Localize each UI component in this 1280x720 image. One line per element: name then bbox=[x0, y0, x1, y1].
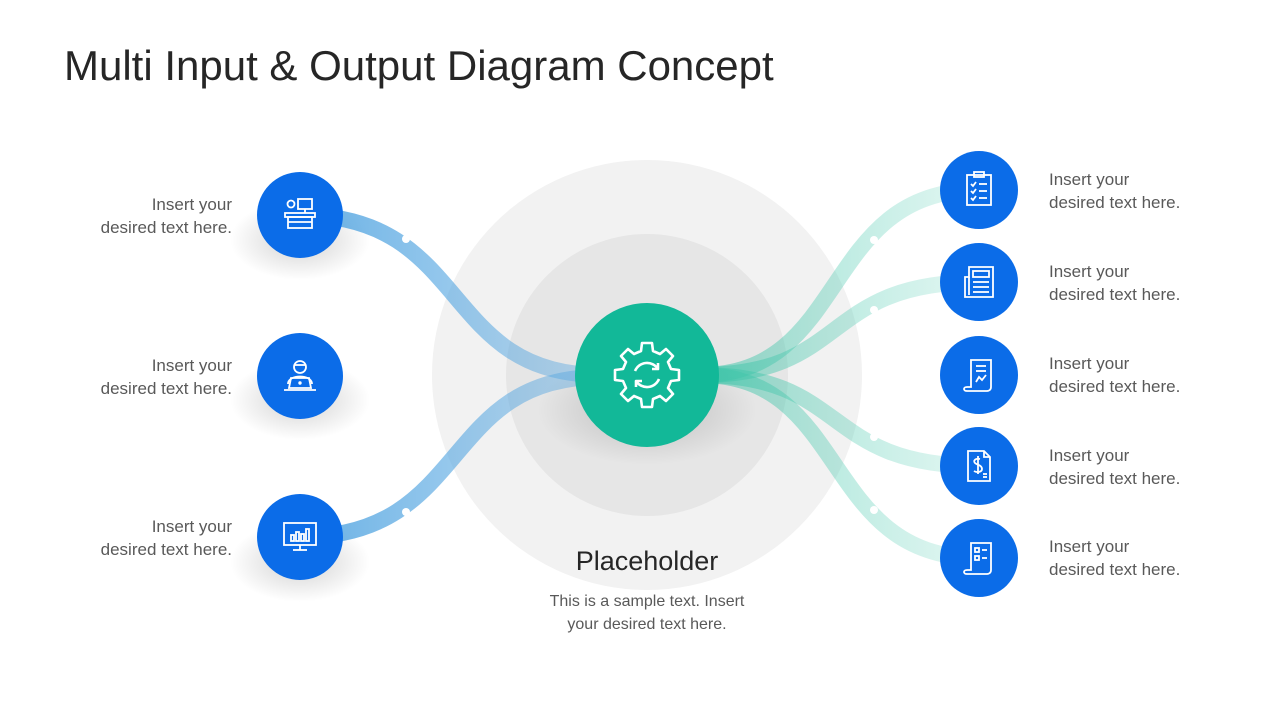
connector-dot bbox=[870, 236, 878, 244]
newspaper-icon bbox=[964, 266, 994, 298]
output-node-2 bbox=[940, 243, 1018, 321]
input-label-3: Insert your desired text here. bbox=[32, 515, 232, 561]
desk-workstation-icon bbox=[284, 198, 316, 229]
slide-title: Multi Input & Output Diagram Concept bbox=[64, 42, 774, 89]
center-node bbox=[575, 303, 719, 447]
input-connector-1 bbox=[299, 207, 601, 383]
connector-dots bbox=[402, 235, 878, 516]
input-label-2: Insert your desired text here. bbox=[32, 354, 232, 400]
dollar-document-icon bbox=[967, 450, 991, 482]
clipboard-checklist-icon bbox=[966, 171, 992, 206]
input-node-3 bbox=[257, 494, 343, 580]
input-label-line1: Insert your bbox=[151, 356, 232, 375]
output-label-line1: Insert your bbox=[1049, 354, 1130, 373]
output-label-5: Insert your desired text here. bbox=[1049, 535, 1249, 581]
center-title: Placeholder bbox=[575, 546, 719, 576]
output-node-5 bbox=[940, 519, 1018, 597]
output-node-4 bbox=[940, 427, 1018, 505]
input-label-line1: Insert your bbox=[151, 195, 232, 214]
output-label-line1: Insert your bbox=[1049, 446, 1130, 465]
output-label-line2: desired text here. bbox=[1049, 560, 1181, 579]
output-label-line1: Insert your bbox=[1049, 262, 1130, 281]
output-label-line2: desired text here. bbox=[1049, 285, 1181, 304]
receipt-list-icon bbox=[963, 542, 992, 575]
document-chart-icon bbox=[963, 359, 992, 392]
center-description: This is a sample text. Insert your desir… bbox=[497, 590, 797, 636]
output-node-3 bbox=[940, 336, 1018, 414]
user-laptop-icon bbox=[284, 360, 316, 391]
input-label-line2: desired text here. bbox=[100, 540, 232, 559]
connector-dot bbox=[870, 506, 878, 514]
output-node-1 bbox=[940, 151, 1018, 229]
output-connector-5 bbox=[699, 367, 980, 566]
input-node-1 bbox=[257, 172, 343, 258]
output-label-line1: Insert your bbox=[1049, 170, 1130, 189]
output-label-4: Insert your desired text here. bbox=[1049, 444, 1249, 490]
output-label-1: Insert your desired text here. bbox=[1049, 168, 1249, 214]
output-label-line2: desired text here. bbox=[1049, 193, 1181, 212]
connector-dot bbox=[870, 433, 878, 441]
output-label-line2: desired text here. bbox=[1049, 469, 1181, 488]
input-label-line2: desired text here. bbox=[100, 379, 232, 398]
center-desc-line1: This is a sample text. Insert bbox=[549, 593, 745, 610]
gear-sync-icon bbox=[613, 341, 681, 409]
input-label-line1: Insert your bbox=[151, 517, 232, 536]
output-label-3: Insert your desired text here. bbox=[1049, 352, 1249, 398]
input-label-line2: desired text here. bbox=[100, 218, 232, 237]
center-desc-line2: your desired text here. bbox=[567, 616, 727, 633]
connector-dot bbox=[870, 371, 878, 379]
connector-dot bbox=[402, 372, 410, 380]
connector-dot bbox=[402, 235, 410, 243]
input-connector-3 bbox=[299, 369, 601, 545]
monitor-chart-icon bbox=[283, 522, 317, 551]
input-node-2 bbox=[257, 333, 343, 419]
input-label-1: Insert your desired text here. bbox=[32, 193, 232, 239]
output-label-2: Insert your desired text here. bbox=[1049, 260, 1249, 306]
output-label-line1: Insert your bbox=[1049, 537, 1130, 556]
connector-dot bbox=[402, 508, 410, 516]
connector-dot bbox=[870, 306, 878, 314]
output-label-line2: desired text here. bbox=[1049, 377, 1181, 396]
